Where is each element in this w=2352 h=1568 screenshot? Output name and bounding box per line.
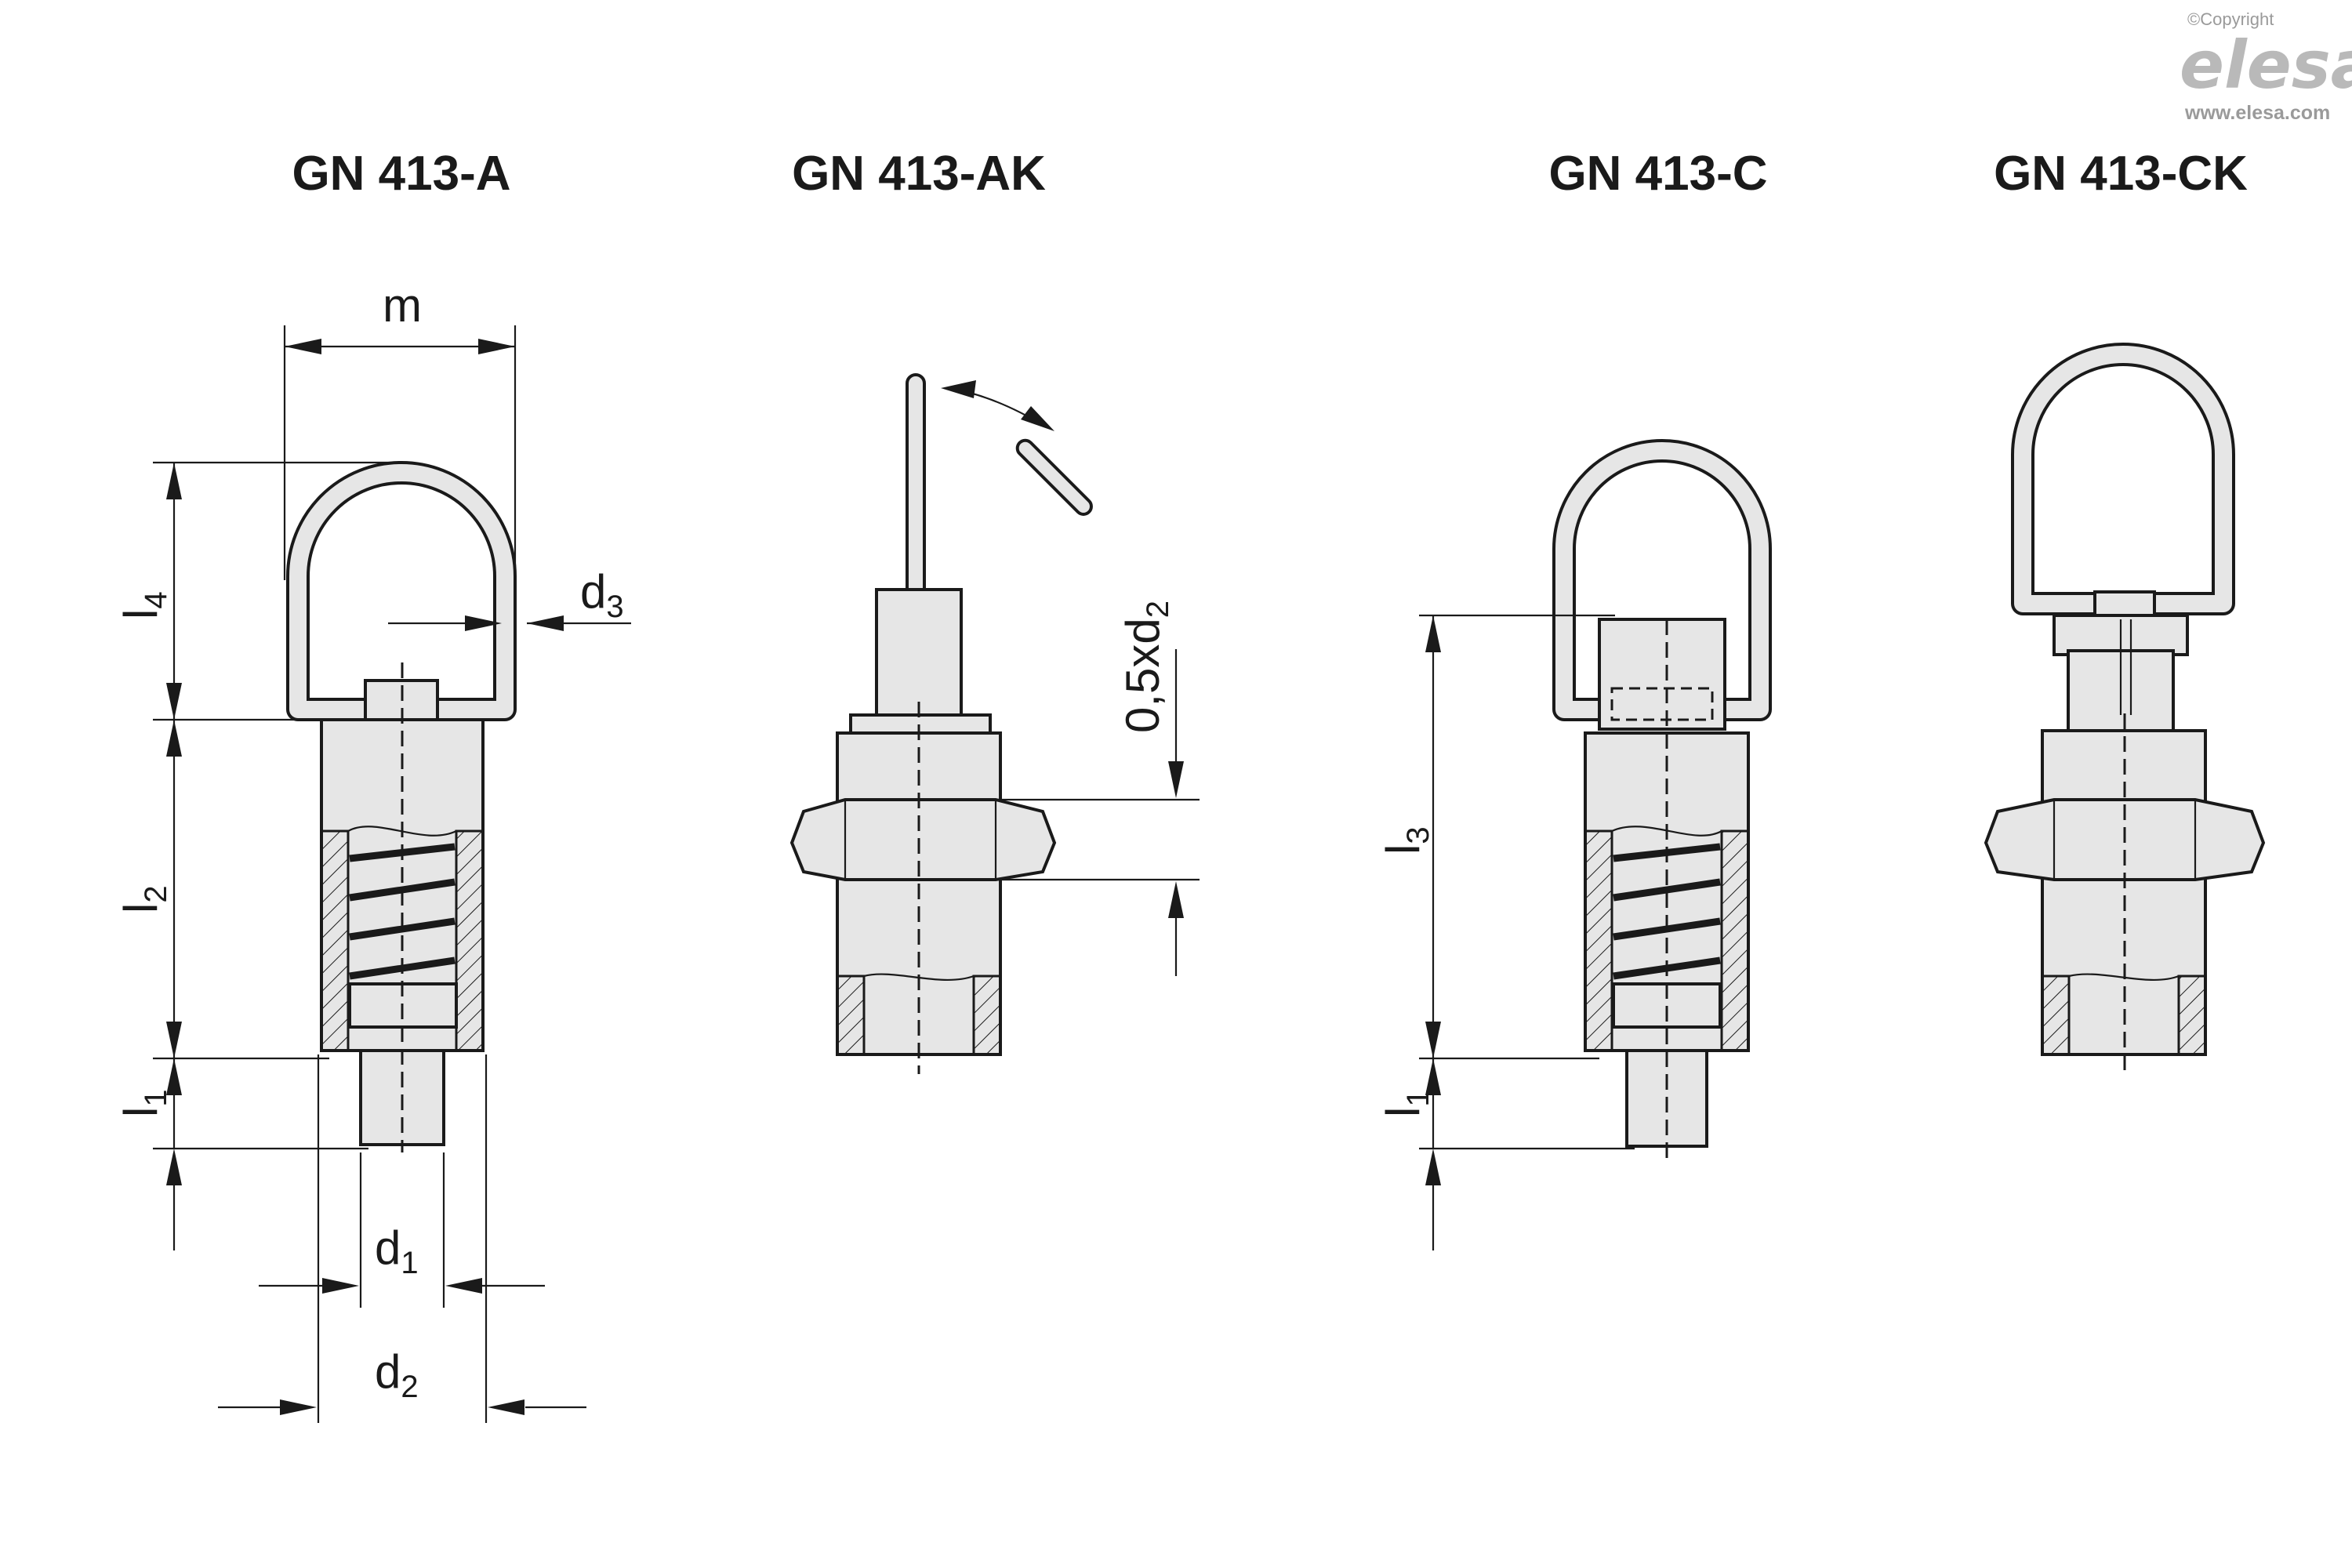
- title-gn413-a: GN 413-A: [292, 147, 510, 201]
- indexing-plunger-gn413-c: [1552, 439, 1772, 1160]
- dimension-d3: d3: [388, 565, 631, 631]
- dimension-d1: d1: [259, 1152, 545, 1308]
- label-l2: l2: [114, 885, 173, 913]
- dimension-half-d2: 0,5xd2: [988, 601, 1200, 976]
- label-l4: l4: [114, 591, 173, 619]
- label-half-d2: 0,5xd2: [1116, 601, 1175, 733]
- website-text: www.elesa.com: [2184, 102, 2330, 124]
- label-l1-c: l1: [1377, 1089, 1436, 1117]
- plunger-shaft: [875, 588, 963, 720]
- label-d1: d1: [375, 1221, 419, 1280]
- indexing-plunger-gn413-a: [286, 461, 517, 1152]
- copyright-text: ©Copyright: [2187, 9, 2274, 29]
- lever-pin: [906, 373, 926, 626]
- label-d2: d2: [375, 1345, 419, 1404]
- elesa-logo: ©Copyright elesa www.elesa.com: [2180, 9, 2352, 124]
- dimension-l1: l1: [114, 1058, 368, 1250]
- label-d3: d3: [580, 565, 624, 624]
- dimension-l3: l3: [1377, 614, 1615, 1060]
- lock-nut: [789, 798, 1057, 881]
- label-l3: l3: [1377, 826, 1436, 855]
- dimension-l2: l2: [114, 720, 329, 1060]
- dimension-m: m: [283, 279, 517, 612]
- indexing-plunger-gn413-ck: [1984, 343, 2266, 1074]
- title-gn413-ak: GN 413-AK: [792, 147, 1046, 201]
- brand-wordmark: elesa: [2180, 27, 2352, 103]
- plunger-knob: [1598, 618, 1726, 731]
- title-gn413-c: GN 413-C: [1548, 147, 1767, 201]
- label-m: m: [383, 279, 422, 332]
- dimension-l1-c: l1: [1377, 1058, 1635, 1250]
- dimension-l4: l4: [114, 461, 400, 721]
- dimension-d2: d2: [218, 1054, 586, 1423]
- label-l1: l1: [114, 1089, 173, 1117]
- title-gn413-ck: GN 413-CK: [1994, 147, 2248, 201]
- indexing-plunger-gn413-ak: [789, 373, 1093, 1074]
